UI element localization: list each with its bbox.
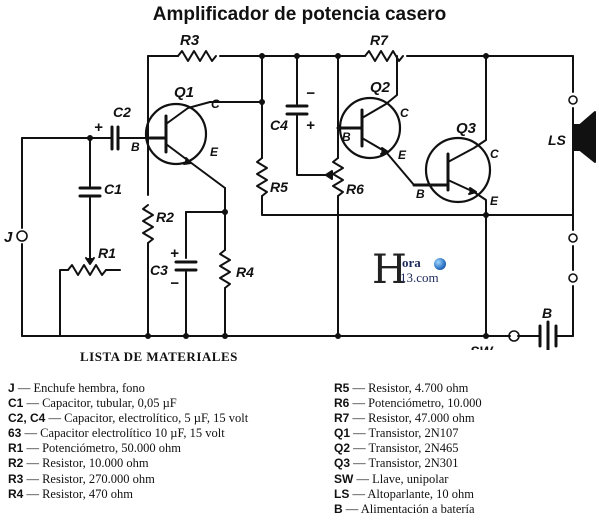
junction-dot xyxy=(183,333,189,339)
label-c4-plus: + xyxy=(306,117,315,134)
c1-capacitor xyxy=(78,186,102,198)
list-item: R1 — Potenciómetro, 50.000 ohm xyxy=(8,441,181,456)
label-q3-collector: C xyxy=(490,147,499,161)
list-item: R3 — Resistor, 270.000 ohm xyxy=(8,471,155,486)
dot-junctions xyxy=(87,53,489,339)
junction-dot xyxy=(259,53,265,59)
label-ls: LS xyxy=(548,132,567,148)
label-q2-collector: C xyxy=(400,106,409,120)
list-item: Q1 — Transistor, 2N107 xyxy=(334,426,459,441)
label-q2-emitter: E xyxy=(398,148,407,162)
label-q1-collector: C xyxy=(211,97,220,111)
hora13-watermark: H ora 13.com xyxy=(366,247,462,293)
speaker-body xyxy=(572,124,581,151)
junction-dot xyxy=(483,53,489,59)
q3-transistor xyxy=(424,136,492,204)
speaker-terminal-bottom xyxy=(568,273,578,283)
label-q1-base: B xyxy=(131,140,140,154)
list-item: R5 — Resistor, 4.700 ohm xyxy=(334,381,469,395)
label-j: J xyxy=(4,229,13,246)
r2-resistor xyxy=(142,204,154,244)
label-r4: R4 xyxy=(236,264,254,280)
label-r7: R7 xyxy=(370,32,389,48)
list-item: R6 — Potenciómetro, 10.000 xyxy=(334,396,482,411)
speaker-terminal-top xyxy=(568,95,578,105)
label-r6: R6 xyxy=(346,181,364,197)
label-c3-minus: − xyxy=(170,275,179,292)
junction-dot xyxy=(87,135,93,141)
r6-potentiometer xyxy=(332,157,344,197)
junction-dot xyxy=(294,53,300,59)
q1-transistor xyxy=(144,102,208,166)
junction-dot xyxy=(483,333,489,339)
r5-resistor xyxy=(256,157,268,197)
label-q2-base: B xyxy=(342,130,351,144)
list-item: LS — Altoparlante, 10 ohm xyxy=(334,486,474,501)
label-r1: R1 xyxy=(98,245,116,261)
watermark-line1: ora xyxy=(402,255,421,270)
label-r2: R2 xyxy=(156,209,174,225)
speaker-cone xyxy=(579,111,596,163)
materials-list-left: J — Enchufe hembra, fono C1 — Capacitor,… xyxy=(8,381,248,502)
label-sw: SW xyxy=(470,343,494,350)
list-item: R4 — Resistor, 470 ohm xyxy=(8,486,133,501)
amplifier-schematic: R3 R7 Q1 Q2 Q3 C2 C4 C1 C3 R1 R2 R4 R5 R… xyxy=(4,32,596,350)
list-item: SW — Llave, unipolar xyxy=(334,471,449,486)
label-q1-emitter: E xyxy=(210,145,219,159)
watermark-line2: 13.com xyxy=(400,270,439,285)
label-c2-plus: + xyxy=(94,119,103,136)
battery-b xyxy=(538,320,558,350)
label-c4: C4 xyxy=(270,117,288,133)
label-c3-plus: + xyxy=(170,245,179,262)
switch-sw xyxy=(508,330,520,342)
label-c4-minus: − xyxy=(306,85,315,102)
label-r5: R5 xyxy=(270,179,288,195)
list-item: B — Alimentación a batería xyxy=(334,501,475,516)
list-item: C2, C4 — Capacitor, electrolítico, 5 µF,… xyxy=(8,411,249,426)
label-q2: Q2 xyxy=(370,79,391,96)
junction-dot xyxy=(335,333,341,339)
junction-dot xyxy=(483,212,489,218)
label-r3: R3 xyxy=(180,32,200,49)
label-battery: B xyxy=(542,305,552,321)
junction-dot xyxy=(222,333,228,339)
junction-dot xyxy=(259,99,265,105)
junction-dot xyxy=(222,209,228,215)
list-item: 63 — Capacitor electrolítico 10 µF, 15 v… xyxy=(8,426,225,441)
speaker-terminal-mid xyxy=(568,233,578,243)
label-c3: C3 xyxy=(150,262,168,278)
label-c1: C1 xyxy=(104,181,122,197)
watermark-glyph: H xyxy=(372,247,407,293)
list-item: R7 — Resistor, 47.000 ohm xyxy=(334,411,475,426)
label-q3-base: B xyxy=(416,187,425,201)
c4-capacitor xyxy=(285,104,309,116)
materials-list-right: R5 — Resistor, 4.700 ohm R6 — Potencióme… xyxy=(334,381,482,517)
junction-dot xyxy=(335,53,341,59)
r4-resistor xyxy=(219,249,231,289)
c3-capacitor xyxy=(174,260,198,272)
r3-resistor xyxy=(177,50,217,62)
label-c2: C2 xyxy=(113,104,131,120)
list-item: J — Enchufe hembra, fono xyxy=(8,381,145,395)
label-q3-emitter: E xyxy=(490,194,499,208)
label-q3: Q3 xyxy=(456,120,477,137)
list-item: C1 — Capacitor, tubular, 0,05 µF xyxy=(8,396,177,411)
r1-potentiometer xyxy=(67,264,107,276)
list-item: R2 — Resistor, 10.000 ohm xyxy=(8,456,149,471)
jack-j xyxy=(16,230,28,242)
list-item: Q3 — Transistor, 2N301 xyxy=(334,456,459,471)
diagram-title: Amplificador de potencia casero xyxy=(152,4,447,25)
globe-icon xyxy=(434,258,446,270)
junction-dot xyxy=(145,333,151,339)
materials-heading: LISTA DE MATERIALES xyxy=(80,349,238,364)
list-item: Q2 — Transistor, 2N465 xyxy=(334,441,459,456)
label-q1: Q1 xyxy=(174,84,194,101)
